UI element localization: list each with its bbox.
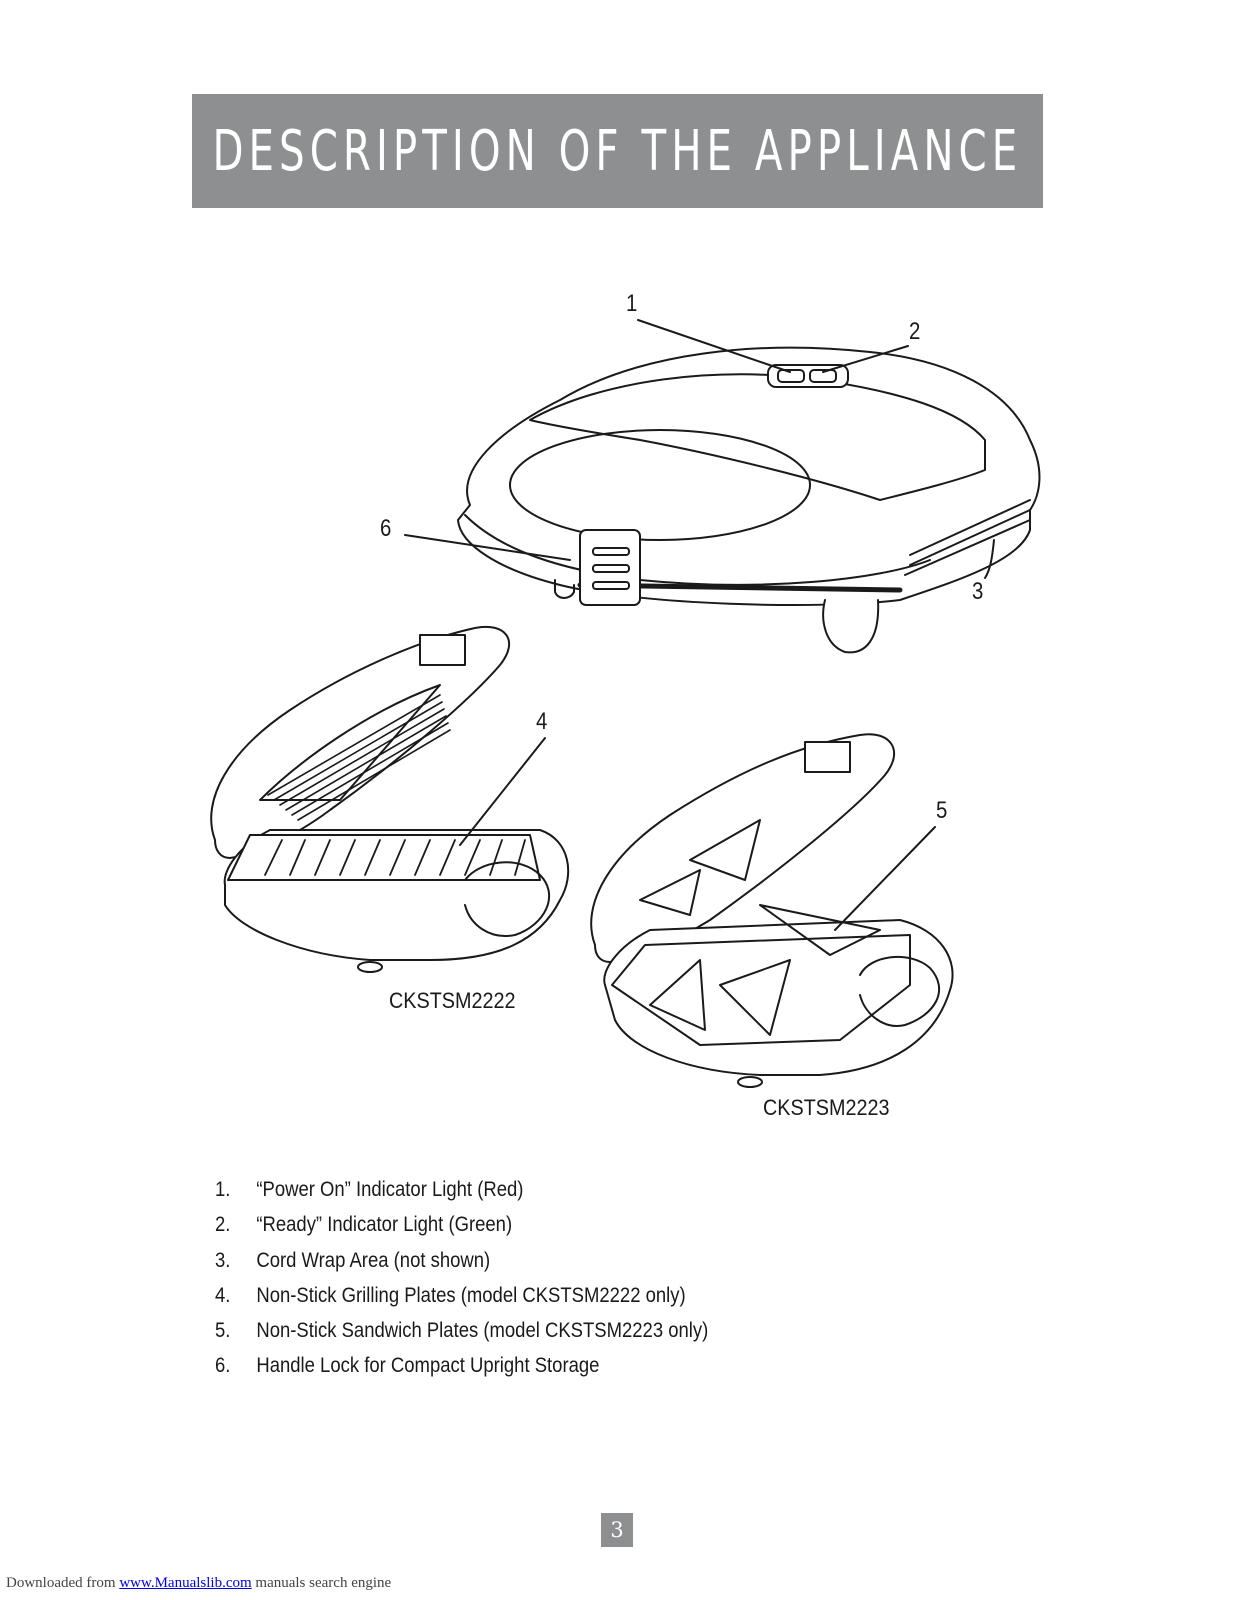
page-number: 3 xyxy=(601,1513,633,1547)
callout-4: 4 xyxy=(536,708,548,735)
list-item-number: 2. xyxy=(215,1213,231,1237)
model-label-sandwich: CKSTSM2223 xyxy=(763,1095,890,1120)
list-item-number: 3. xyxy=(215,1248,231,1272)
list-item-number: 4. xyxy=(215,1283,231,1307)
list-item-number: 5. xyxy=(215,1319,231,1343)
manualslib-link[interactable]: www.Manualslib.com xyxy=(119,1575,252,1591)
list-item-text: “Power On” Indicator Light (Red) xyxy=(256,1178,524,1201)
list-item-text: Non-Stick Sandwich Plates (model CKSTSM2… xyxy=(256,1319,709,1343)
callout-5: 5 xyxy=(936,797,948,824)
list-item-text: “Ready” Indicator Light (Green) xyxy=(256,1213,513,1237)
callout-1: 1 xyxy=(626,290,638,317)
open-grill xyxy=(210,625,570,973)
list-item-number: 6. xyxy=(215,1354,231,1378)
page-title: DESCRIPTION OF THE APPLIANCE xyxy=(212,118,1023,184)
list-item: 1. “Power On” Indicator Light (Red) xyxy=(215,1172,708,1207)
list-item: 6. Handle Lock for Compact Upright Storag… xyxy=(215,1348,708,1383)
callout-6: 6 xyxy=(380,515,392,542)
model-label-grill: CKSTSM2222 xyxy=(389,988,516,1013)
title-banner: DESCRIPTION OF THE APPLIANCE xyxy=(192,94,1043,208)
list-item: 4. Non-Stick Grilling Plates (model CKSTS… xyxy=(215,1278,708,1313)
list-item: 3. Cord Wrap Area (not shown) xyxy=(215,1243,708,1278)
list-item-number: 1. xyxy=(215,1178,231,1201)
list-item-text: Cord Wrap Area (not shown) xyxy=(256,1248,491,1272)
list-item-text: Non-Stick Grilling Plates (model CKSTSM2… xyxy=(256,1283,686,1307)
callout-3: 3 xyxy=(972,578,984,605)
closed-sandwich-maker xyxy=(457,346,1041,654)
leader-lines xyxy=(404,319,995,931)
footer-prefix: Downloaded from xyxy=(6,1575,120,1591)
footer-suffix: manuals search engine xyxy=(251,1575,392,1591)
open-sandwich-maker xyxy=(590,733,954,1088)
callout-2: 2 xyxy=(909,318,921,345)
parts-list: 1. “Power On” Indicator Light (Red) 2. “Re… xyxy=(215,1172,776,1384)
list-item-text: Handle Lock for Compact Upright Storage xyxy=(256,1354,600,1378)
footer: Downloaded from www.Manualslib.com manua… xyxy=(6,1575,391,1592)
list-item: 5. Non-Stick Sandwich Plates (model CKSTS… xyxy=(215,1313,708,1348)
list-item: 2. “Ready” Indicator Light (Green) xyxy=(215,1207,708,1242)
